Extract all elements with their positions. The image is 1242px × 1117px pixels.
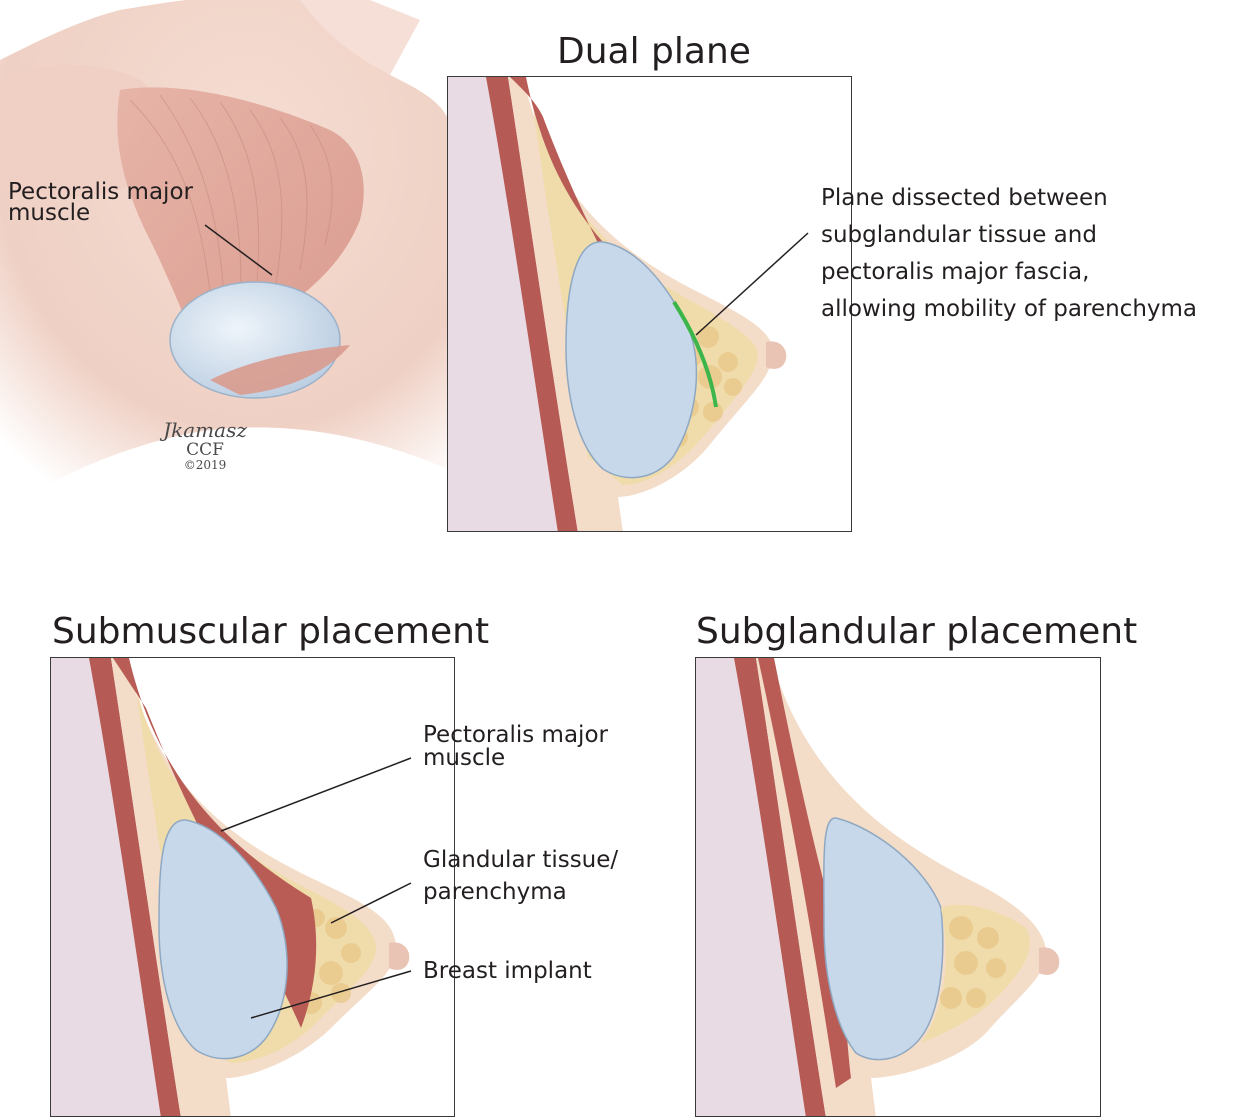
submuscular-figure bbox=[51, 658, 455, 1117]
submuscular-implant-label: Breast implant bbox=[423, 959, 592, 984]
dual-plane-title: Dual plane bbox=[557, 34, 751, 70]
subglandular-title: Subglandular placement bbox=[696, 614, 1137, 650]
credit-year: ©2019 bbox=[150, 458, 260, 472]
artist-signature: Jkamasz bbox=[150, 418, 260, 442]
dual-plane-panel bbox=[447, 76, 852, 532]
submuscular-panel bbox=[50, 657, 455, 1117]
dual-plane-figure bbox=[448, 77, 852, 532]
callout-line-4: allowing mobility of parenchyma bbox=[821, 297, 1197, 322]
dual-plane-callout: Plane dissected between subglandular tis… bbox=[821, 186, 1197, 322]
callout-line-3: pectoralis major fascia, bbox=[821, 260, 1197, 285]
submuscular-muscle-label: Pectoralis major muscle bbox=[423, 723, 608, 771]
breast-implant bbox=[824, 818, 943, 1060]
subglandular-figure bbox=[696, 658, 1101, 1117]
artist-credit: Jkamasz CCF ©2019 bbox=[150, 418, 260, 472]
breast-implant bbox=[566, 242, 696, 478]
nipple bbox=[1039, 947, 1059, 975]
submuscular-muscle-label-line2: muscle bbox=[423, 746, 608, 771]
callout-line-2: subglandular tissue and bbox=[821, 223, 1197, 248]
callout-line-1: Plane dissected between bbox=[821, 186, 1197, 211]
submuscular-gland-label-line2: parenchyma bbox=[423, 880, 618, 905]
submuscular-title: Submuscular placement bbox=[52, 614, 489, 650]
dual-plane-leader-line bbox=[696, 233, 808, 335]
muscle-leader-line bbox=[221, 758, 411, 831]
subglandular-panel bbox=[695, 657, 1101, 1117]
nipple bbox=[766, 341, 786, 369]
submuscular-gland-label-line1: Glandular tissue/ bbox=[423, 848, 618, 873]
credit-org: CCF bbox=[150, 440, 260, 460]
nipple bbox=[389, 942, 409, 970]
submuscular-gland-label: Glandular tissue/ parenchyma bbox=[423, 848, 618, 905]
overview-muscle-label: Pectoralis major muscle bbox=[8, 180, 193, 226]
